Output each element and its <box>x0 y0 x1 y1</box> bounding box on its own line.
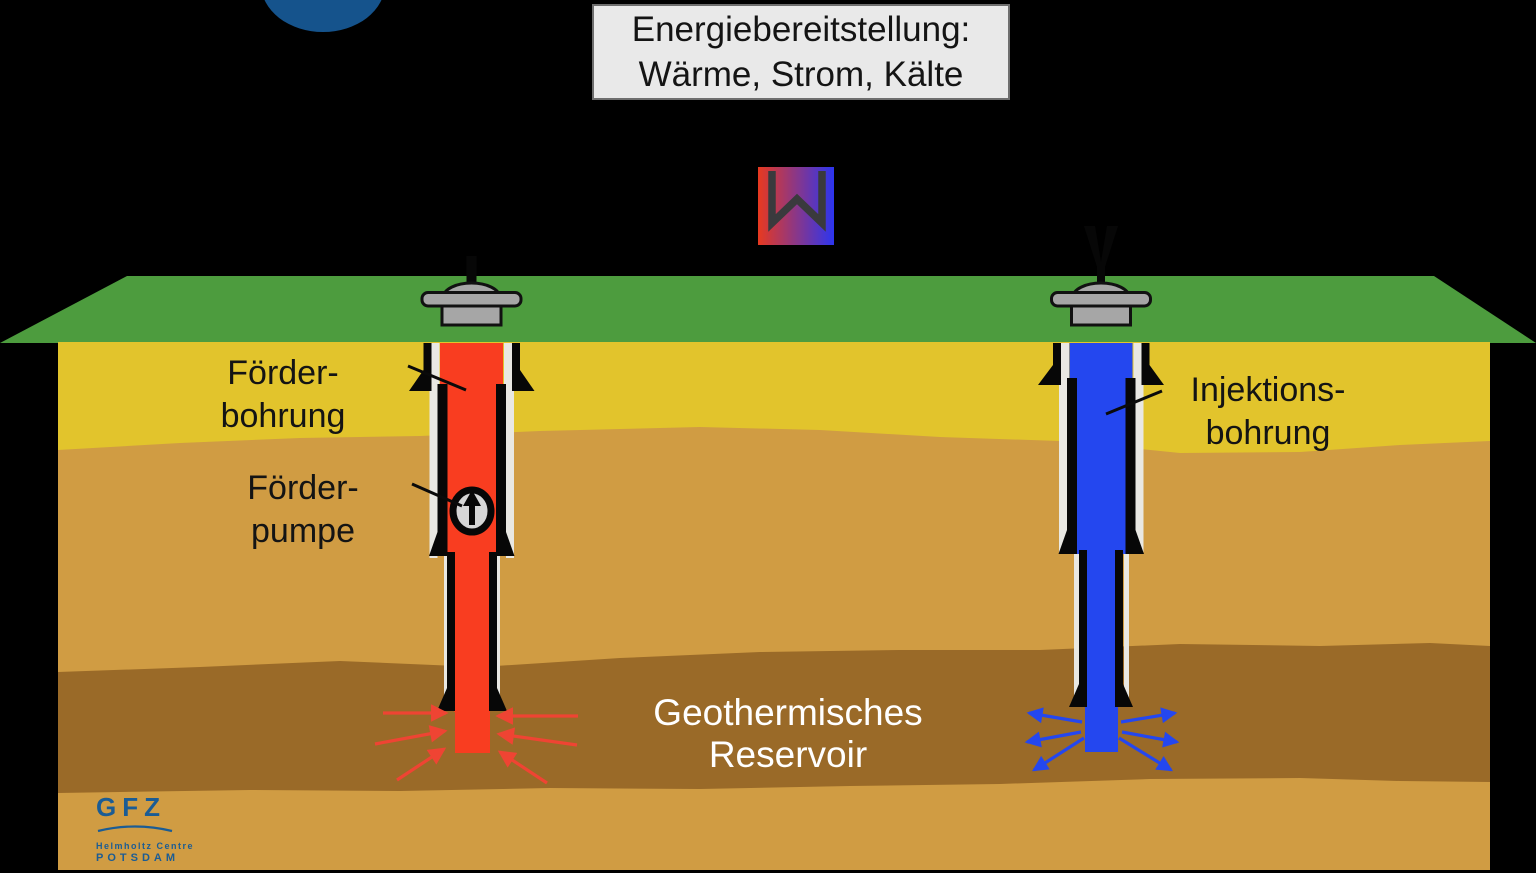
wellhead-flange <box>1050 291 1152 308</box>
casing-shoe <box>496 532 515 556</box>
pump-icon <box>449 486 495 536</box>
annulus <box>1124 548 1129 698</box>
casing-wall <box>423 343 432 376</box>
casing-shoe <box>1069 684 1087 707</box>
label-pointer-line <box>407 364 467 392</box>
title-line: Energiebereitstellung: <box>631 10 971 49</box>
casing-wall <box>1079 550 1087 688</box>
label-pointer-line <box>1105 389 1163 416</box>
inflow-arrow <box>374 725 448 746</box>
casing-shoe <box>429 532 448 556</box>
gfz-logo-subtitle: Helmholtz Centre <box>96 841 195 851</box>
label-line: pumpe <box>251 512 355 550</box>
pump-arrow-stem <box>469 504 475 525</box>
annulus <box>504 343 512 389</box>
injection-casing-steel <box>1038 343 1164 707</box>
casing-wall <box>1125 378 1136 536</box>
gfz-logo-acronym: GFZ <box>96 792 166 822</box>
label-line: bohrung <box>220 397 346 435</box>
inlet-pipe <box>1100 226 1118 270</box>
production-casing-steel <box>409 343 535 711</box>
outflow-arrow <box>1026 707 1083 724</box>
inflow-arrow <box>497 750 548 785</box>
casing-shoe <box>1058 530 1077 554</box>
casing-shoe <box>1141 365 1164 385</box>
pump-arrow-head <box>463 490 481 506</box>
injection-well <box>1038 343 1164 752</box>
gfz-logo-arc <box>97 825 173 833</box>
casing-wall <box>1115 550 1123 688</box>
outflow-arrow <box>1120 707 1178 724</box>
label-pointer-lines <box>407 364 1163 508</box>
injection-wellhead-icon <box>1050 226 1152 327</box>
casing-wall <box>1067 378 1077 536</box>
gfz-logo: GFZ Helmholtz Centre POTSDAM <box>96 794 206 864</box>
reservoir-inflow-arrows <box>374 704 578 785</box>
outflow-arrow <box>1024 730 1082 748</box>
fluid <box>1086 343 1117 708</box>
outflow-arrow <box>1121 730 1180 748</box>
underground-block <box>58 342 1490 870</box>
casing-shoe <box>512 370 535 391</box>
annulus <box>506 380 514 558</box>
casing-shoe <box>1125 530 1144 554</box>
inflow-arrow <box>396 747 447 782</box>
label-pointer-line <box>411 482 463 508</box>
inflow-arrow <box>496 727 578 747</box>
label-line: Injektions- <box>1190 371 1346 409</box>
fluid-open-hole <box>1085 698 1118 752</box>
label-injection-well: Injektions- bohrung <box>1158 369 1378 455</box>
casing-shoe <box>1038 365 1061 385</box>
casing-wall <box>496 384 506 538</box>
injection-casing-annulus <box>1059 343 1144 698</box>
outflow-arrow <box>1031 736 1085 772</box>
reservoir-outflow-arrows <box>1024 707 1180 772</box>
casing-wall <box>1053 343 1061 371</box>
annulus <box>1059 374 1067 554</box>
fluid-open-hole <box>455 700 490 753</box>
heat-exchanger-coil <box>768 171 826 232</box>
title-box: Energiebereitstellung: Wärme, Strom, Käl… <box>592 4 1010 100</box>
gfz-logo-city: POTSDAM <box>96 852 179 864</box>
annulus <box>431 343 440 389</box>
casing-shoe <box>409 370 432 391</box>
outflow-arrow <box>1118 736 1174 772</box>
surface-green-slab <box>0 276 1536 343</box>
annulus <box>1061 343 1069 385</box>
title-line: Wärme, Strom, Kälte <box>638 55 964 94</box>
production-casing-annulus <box>429 343 514 702</box>
wellhead-riser-pipe <box>466 256 477 301</box>
annulus <box>1135 374 1144 554</box>
layer-reservoir <box>58 643 1490 793</box>
production-wellhead-icon <box>420 256 523 327</box>
casing-wall <box>1141 343 1150 371</box>
label-production-well: Förder- bohrung <box>173 352 393 438</box>
casing-wall <box>489 552 497 693</box>
label-line: Förder- <box>247 469 359 507</box>
annulus <box>444 550 449 702</box>
sun-disc-icon <box>264 0 382 32</box>
annulus <box>1074 548 1079 698</box>
label-line: bohrung <box>1205 414 1331 452</box>
casing-wall <box>437 384 448 538</box>
casing-shoe <box>489 688 507 711</box>
label-production-pump: Förder- pumpe <box>193 467 413 553</box>
annulus <box>495 550 500 702</box>
label-reservoir: Geothermisches Reservoir <box>653 692 923 775</box>
casing-wall <box>512 343 520 376</box>
heat-exchanger-icon <box>758 167 834 245</box>
annulus <box>1133 343 1142 385</box>
inlet-pipe <box>1084 226 1102 270</box>
casing-shoe <box>1115 684 1133 707</box>
wellhead-flange <box>420 291 523 308</box>
injection-fluid-column <box>1069 343 1133 752</box>
label-line: Förder- <box>227 354 339 392</box>
annulus <box>429 380 438 558</box>
casing-wall <box>447 552 455 693</box>
